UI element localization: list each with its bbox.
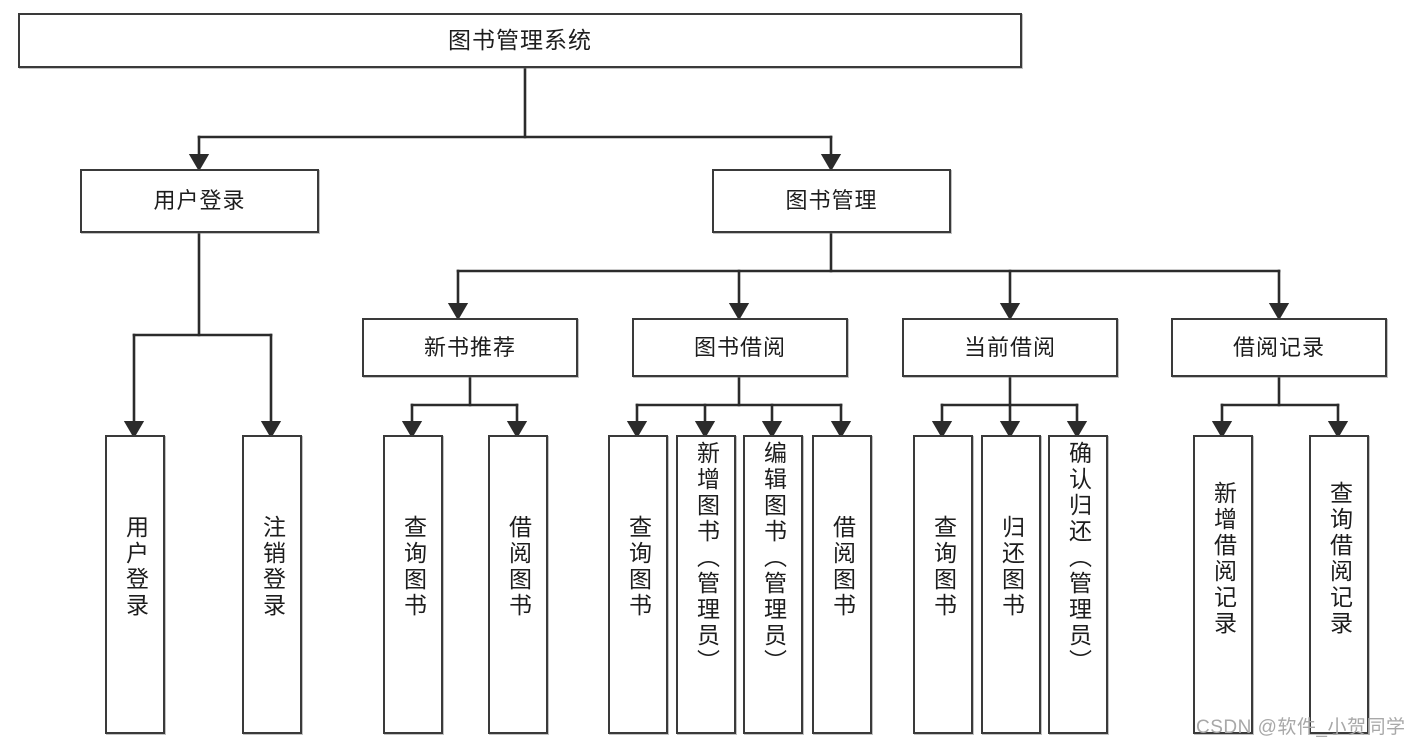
node-current-borrow[interactable]: 当前借阅 xyxy=(902,318,1118,377)
leaf-borrow-book-1[interactable]: 借阅图书 xyxy=(488,435,548,734)
node-label: 当前借阅 xyxy=(963,334,1056,360)
node-borrow-record[interactable]: 借阅记录 xyxy=(1171,318,1387,377)
node-label: 图书管理 xyxy=(785,188,878,214)
leaf-return-book[interactable]: 归还图书 xyxy=(981,435,1041,734)
leaf-logout-login[interactable]: 注销登录 xyxy=(242,435,302,734)
node-label: 借阅图书 xyxy=(829,515,856,619)
leaf-query-book-1[interactable]: 查询图书 xyxy=(383,435,443,734)
node-label: 用户登录 xyxy=(153,188,246,214)
node-label: 借阅记录 xyxy=(1232,334,1325,360)
node-label: 查询图书 xyxy=(400,515,427,619)
node-label: 借阅图书 xyxy=(505,515,532,619)
leaf-query-book-2[interactable]: 查询图书 xyxy=(608,435,668,734)
leaf-add-borrow-record[interactable]: 新增借阅记录 xyxy=(1193,435,1253,734)
node-label: 图书借阅 xyxy=(693,334,786,360)
node-book-manage[interactable]: 图书管理 xyxy=(712,169,951,233)
node-label: 新书推荐 xyxy=(423,334,516,360)
node-new-book-recommend[interactable]: 新书推荐 xyxy=(362,318,578,377)
node-label: 编辑图书（管理员） xyxy=(760,441,787,675)
leaf-query-borrow-record[interactable]: 查询借阅记录 xyxy=(1309,435,1369,734)
leaf-add-book-admin[interactable]: 新增图书（管理员） xyxy=(676,435,736,734)
node-label: 图书管理系统 xyxy=(448,27,592,54)
node-label: 查询图书 xyxy=(625,515,652,619)
node-book-borrow[interactable]: 图书借阅 xyxy=(632,318,848,377)
node-label: 确认归还（管理员） xyxy=(1065,441,1092,675)
node-root-system[interactable]: 图书管理系统 xyxy=(18,13,1022,68)
leaf-confirm-return-admin[interactable]: 确认归还（管理员） xyxy=(1048,435,1108,734)
leaf-user-login[interactable]: 用户登录 xyxy=(105,435,165,734)
node-label: 查询图书 xyxy=(930,515,957,619)
csdn-watermark: CSDN @软件_小贺同学 xyxy=(1196,717,1405,738)
leaf-query-book-3[interactable]: 查询图书 xyxy=(913,435,973,734)
node-label: 注销登录 xyxy=(259,515,286,619)
node-label: 查询借阅记录 xyxy=(1326,481,1353,637)
node-label: 归还图书 xyxy=(998,515,1025,619)
leaf-borrow-book-2[interactable]: 借阅图书 xyxy=(812,435,872,734)
leaf-edit-book-admin[interactable]: 编辑图书（管理员） xyxy=(743,435,803,734)
node-label: 新增借阅记录 xyxy=(1210,481,1237,637)
node-label: 用户登录 xyxy=(122,515,149,619)
node-label: 新增图书（管理员） xyxy=(693,441,720,675)
node-user-login[interactable]: 用户登录 xyxy=(80,169,319,233)
